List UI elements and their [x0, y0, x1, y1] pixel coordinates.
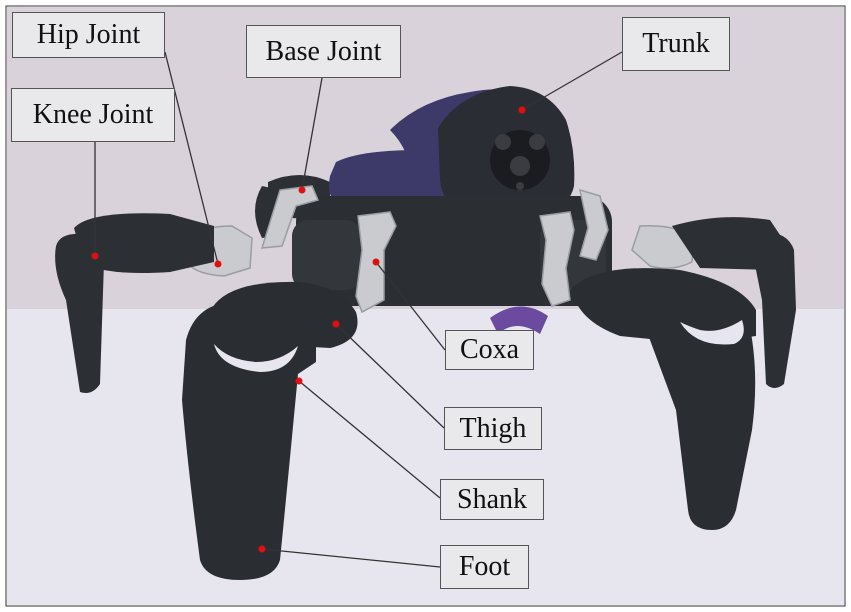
front-right-leg — [572, 268, 756, 530]
right-leg — [672, 217, 796, 388]
trunk-label: Trunk — [622, 17, 730, 71]
shank-label: Shank — [440, 479, 544, 520]
trunk-body — [329, 86, 575, 208]
coxa-brackets — [185, 185, 695, 314]
coxa-label: Coxa — [445, 330, 534, 370]
base-joint-label: Base Joint — [246, 25, 401, 78]
knee-joint-label: Knee Joint — [11, 88, 175, 142]
front-left-leg — [182, 281, 358, 580]
thigh-label: Thigh — [444, 407, 542, 450]
hip-joint-label: Hip Joint — [12, 12, 165, 58]
foot-label: Foot — [440, 545, 529, 589]
